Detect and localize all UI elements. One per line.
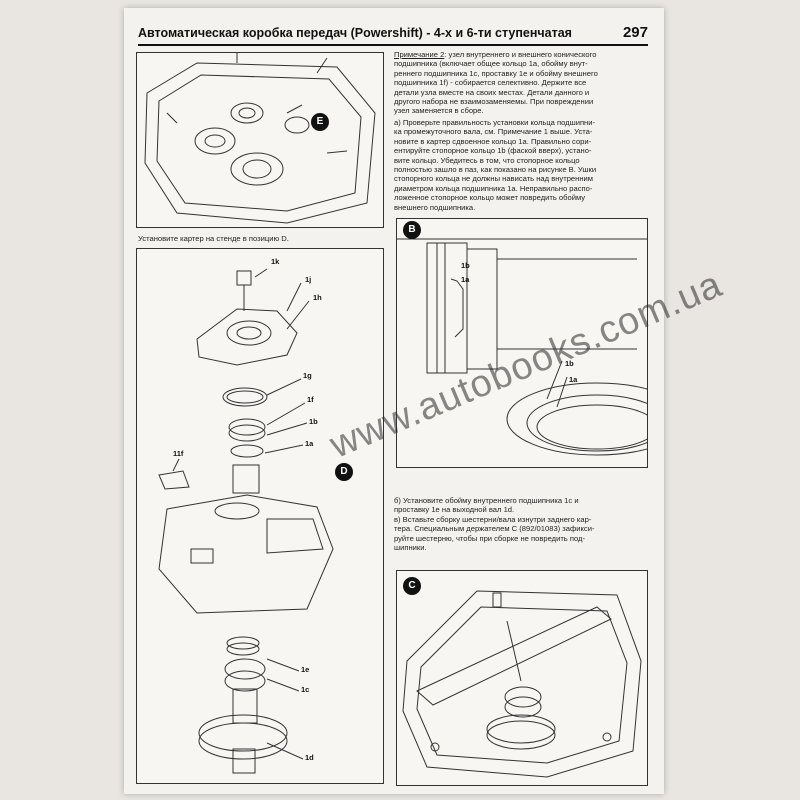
para-line: ка промежуточного вала, см. Примечание 1… [394,127,593,137]
page-title: Автоматическая коробка передач (Powershi… [138,26,572,40]
para-line: полностью зашло в паз, как показано на р… [394,165,597,175]
exploded-view-drawing [158,268,334,774]
page-header: Автоматическая коробка передач (Powershi… [138,20,648,46]
para-line: руйте шестерню, чтобы при сборке не повр… [394,533,585,543]
part-label-11f: 11f [173,449,184,458]
paragraph-a: а) Проверьте правильность установки коль… [394,118,650,212]
part-label-1e: 1e [301,665,310,674]
part-label-1c: 1c [301,685,310,694]
paragraph-b: б) Установите обойму внутреннего подшипн… [394,496,650,552]
para-line: тера. Специальным держателем C (892/0108… [394,524,595,534]
manual-page: Автоматическая коробка передач (Powershi… [124,8,728,794]
part-label-1g: 1g [303,371,312,380]
figure-housing-top: E [136,52,384,228]
part-label-1d: 1d [305,753,314,762]
note-line: узел заменяется в сборе. [394,106,484,116]
para-line: вите кольцо. Убедитесь в том, что стопор… [394,155,580,165]
para-line: в) Вставьте сборку шестерни/вала изнутри… [394,514,592,524]
note-2-text: Примечание 2: узел внутреннего и внешнег… [394,50,650,116]
note-line: подшипника 1f) - собирается селективно. … [394,78,587,88]
part-label-1a: 1a [305,439,314,448]
para-line: стопорного кольца не должны нависать над… [394,174,593,184]
figure-c-label: C [403,577,421,595]
figure-b: B 1b 1a 1b 1a [396,218,648,468]
para-line: б) Установите обойму внутреннего подшипн… [394,496,579,505]
para-line: шипники. [394,543,427,553]
para-line: ентируйте стопорное кольцо 1b (фаской вв… [394,146,592,156]
figure-b-label: B [403,221,421,239]
housing-top-drawing [144,53,376,224]
caption-d: Установите картер на стенде в позицию D. [138,234,289,243]
para-line: диаметром кольца подшипника 1а. Неправил… [394,183,593,193]
para-line: новите в картер сдвоенное кольцо 1а. Пра… [394,136,592,146]
figure-exploded-d: 1k 1j 1h 1g 1f 1b 1a 11f 1e 1c 1d D [136,248,384,784]
para-line: внешнего подшипника. [394,202,476,212]
part-label-b-1b2: 1b [565,359,574,368]
part-label-1k: 1k [271,257,280,266]
figure-c: C [396,570,648,786]
figure-d-label: D [335,463,353,481]
para-line: проставку 1е на выходной вал 1d. [394,505,515,515]
part-label-1h: 1h [313,293,322,302]
part-label-b-1b: 1b [461,261,470,270]
note-label: Примечание 2 [394,50,445,59]
figure-e-label: E [311,113,329,131]
para-line: а) Проверьте правильность установки коль… [394,118,596,127]
part-label-1j: 1j [305,275,312,284]
part-label-1f: 1f [307,395,314,404]
part-label-b-1a: 1a [461,275,470,284]
part-label-1b: 1b [309,417,318,426]
page-number: 297 [622,24,648,41]
para-line: ложенное стопорное кольцо может повредит… [394,193,586,203]
figure-c-drawing [402,590,642,778]
part-label-b-1a2: 1a [569,375,578,384]
note-line: реннего подшипника 1с, проставку 1е и об… [394,68,598,78]
note-line: подшипника (включает общее кольцо 1а, об… [394,59,588,69]
note-line: другого набора не взаимозаменяемы. При п… [394,97,594,107]
figure-b-drawing [397,238,647,456]
note-line: узел внутреннего и внешнего конического [448,50,597,59]
note-line: детали узла вместе на своих местах. Дета… [394,87,590,97]
